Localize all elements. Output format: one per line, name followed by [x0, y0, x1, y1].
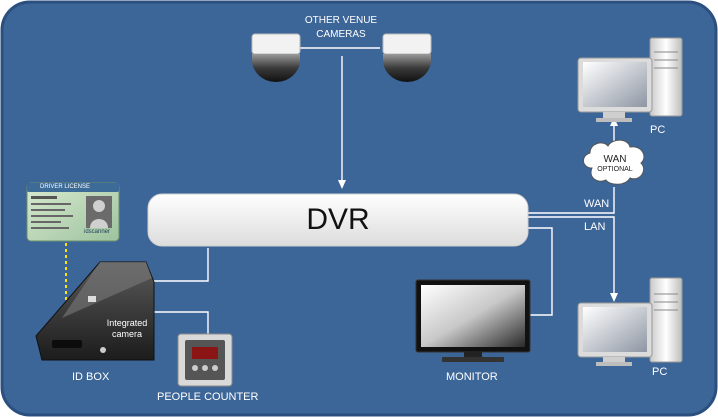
dome-camera-right	[382, 33, 432, 82]
cloud-icon	[583, 139, 645, 185]
dome-camera-left	[251, 33, 301, 82]
pc-bottom-label: PC	[652, 366, 668, 378]
id-box-icon	[35, 261, 155, 361]
wan-label: WAN	[584, 198, 610, 210]
pc-top-label: PC	[650, 124, 666, 136]
people-counter-label: PEOPLE COUNTER	[157, 391, 259, 403]
connector-lines	[150, 47, 618, 334]
cloud-label-line2: OPTIONAL	[597, 166, 633, 173]
other-cameras-label: OTHER VENUE CAMERAS	[288, 14, 394, 42]
dvr-box	[147, 193, 529, 247]
dvr-label: DVR	[306, 203, 370, 236]
integrated-camera-label: Integrated camera	[104, 318, 150, 340]
pc-bottom-icon	[577, 277, 683, 366]
other-cameras-label-line1: OTHER VENUE	[304, 15, 378, 26]
lan-label: LAN	[584, 221, 606, 233]
pc-top-icon	[577, 37, 683, 122]
monitor-label: MONITOR	[446, 371, 498, 383]
people-counter-icon	[177, 333, 233, 387]
monitor-icon	[415, 279, 531, 362]
cloud-label: WAN OPTIONAL	[592, 154, 638, 174]
integrated-camera-label-line2: camera	[111, 329, 142, 339]
id-box-label: ID BOX	[72, 371, 110, 383]
license-card-icon	[26, 182, 120, 242]
cloud-label-line1: WAN	[603, 154, 627, 165]
license-header-text: DRIVER LICENSE	[40, 184, 91, 190]
license-brand-text: idscanner	[84, 229, 111, 235]
other-cameras-label-line2: CAMERAS	[316, 29, 366, 40]
integrated-camera-label-line1: Integrated	[106, 318, 148, 328]
